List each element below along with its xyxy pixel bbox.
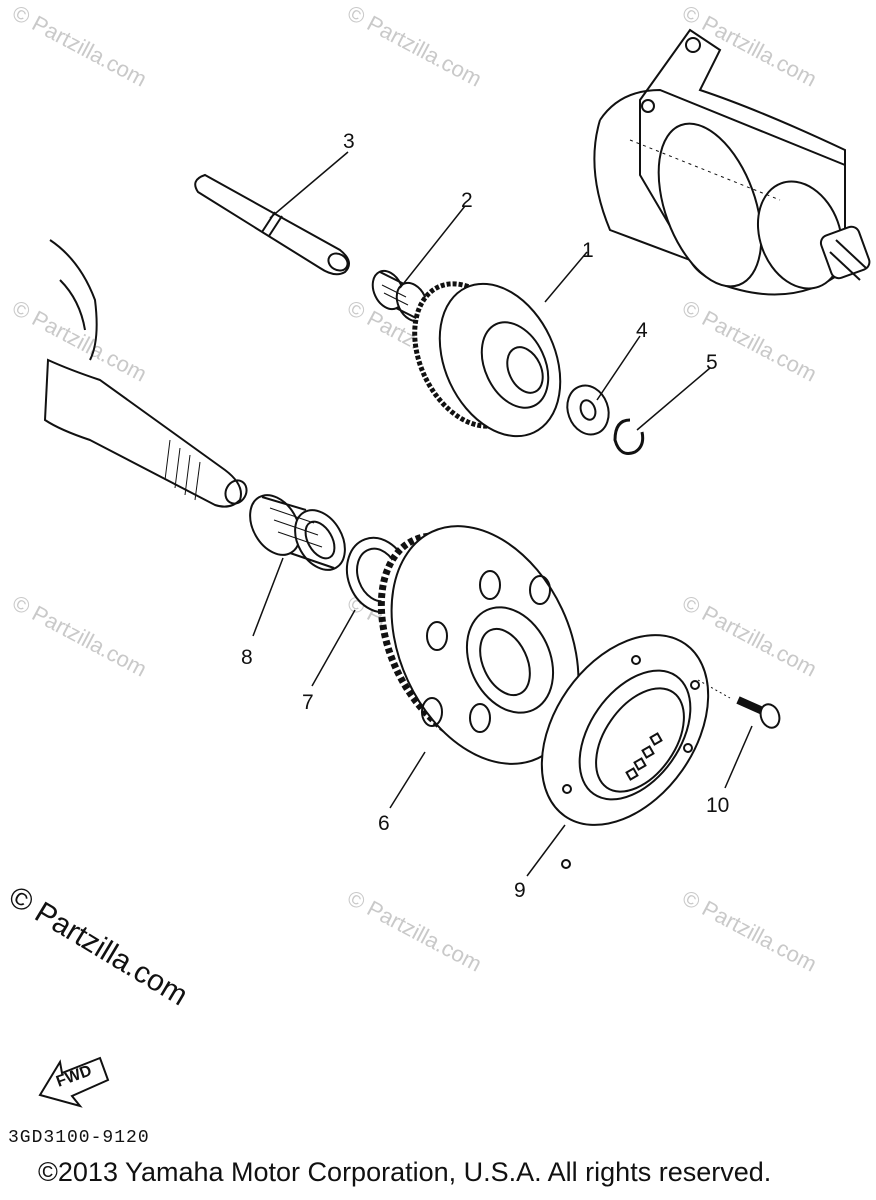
copyright-notice: ©2013 Yamaha Motor Corporation, U.S.A. A… [38, 1157, 772, 1187]
idler-gear-part-1 [412, 281, 562, 438]
callout-1: 1 [582, 239, 594, 262]
callout-7: 7 [302, 691, 314, 714]
clutch-part-9 [540, 634, 710, 869]
callout-6: 6 [378, 812, 390, 835]
washer-part-4 [566, 384, 610, 436]
starter-motor [593, 28, 871, 296]
bearing-part-8 [249, 494, 346, 571]
bolt-part-10 [697, 679, 781, 729]
callout-3: 3 [343, 130, 355, 153]
callout-5: 5 [706, 351, 718, 374]
circlip-part-5 [613, 418, 645, 455]
fwd-arrow [38, 1056, 110, 1108]
callout-9: 9 [514, 879, 526, 902]
diagram-part-number: 3GD3100-9120 [8, 1128, 150, 1148]
callout-10: 10 [706, 794, 730, 817]
callout-4: 4 [636, 319, 648, 342]
callout-2: 2 [461, 189, 473, 212]
shaft-part-3 [194, 173, 350, 276]
callout-8: 8 [241, 646, 253, 669]
crankshaft [43, 239, 248, 508]
starter-gear-part-6 [377, 525, 580, 765]
leader-lines [252, 151, 753, 877]
